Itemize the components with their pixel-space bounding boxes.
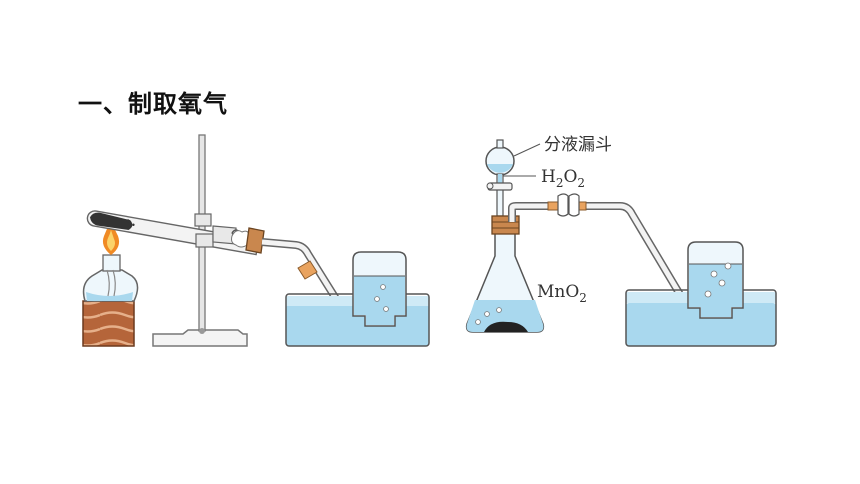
gas-collecting-bottle [352, 251, 407, 327]
h2o2-label: H2O2 [541, 167, 585, 190]
separatory-funnel [485, 139, 515, 217]
stand-base [152, 329, 248, 347]
bubble [374, 296, 380, 302]
bubble [484, 311, 490, 317]
rubber-connector [297, 260, 318, 280]
bubble [724, 262, 732, 270]
tube-clip [547, 193, 587, 217]
bubble [704, 290, 712, 298]
test-tube [86, 210, 260, 256]
gas-collecting-bottle-2 [687, 241, 744, 319]
conical-flask [465, 229, 545, 333]
page-title: 一、制取氧气 [78, 90, 228, 118]
bubble [710, 270, 718, 278]
manganese-dioxide [484, 321, 528, 332]
funnel-leader-line [513, 143, 541, 157]
heating-apparatus [82, 134, 430, 347]
bubble [496, 307, 502, 313]
funnel-label: 分液漏斗 [544, 135, 612, 155]
bubble [383, 306, 389, 312]
bubble [475, 319, 481, 325]
decomposition-apparatus: 分液漏斗 H2O2 MnO2 [465, 135, 777, 347]
mno2-label: MnO2 [537, 282, 587, 305]
rubber-stopper [245, 227, 265, 254]
bubble [380, 284, 386, 290]
wooden-block [82, 300, 135, 347]
bubble [718, 279, 726, 287]
alcohol-lamp [82, 221, 139, 302]
potassium-permanganate [90, 212, 133, 230]
